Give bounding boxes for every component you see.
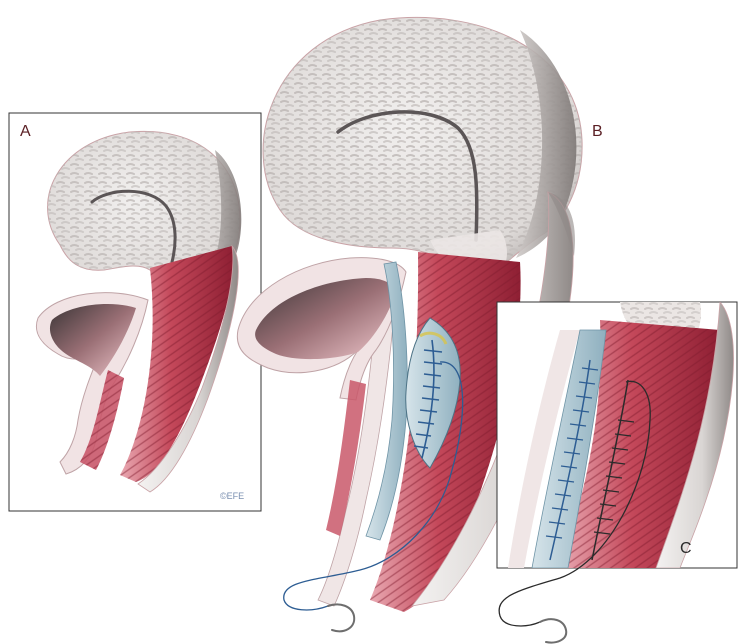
panel-c bbox=[496, 301, 738, 644]
copyright-mark: ©EFE bbox=[220, 491, 244, 501]
panel-a-bladder-lumen bbox=[49, 304, 136, 376]
panel-c-posterior-wall bbox=[655, 302, 734, 568]
panel-b-bladder-lumen bbox=[255, 278, 396, 360]
panel-a bbox=[8, 112, 262, 512]
panel-a-label: A bbox=[20, 123, 31, 140]
panel-b-suture-line bbox=[421, 339, 435, 459]
suture-needle-icon bbox=[539, 618, 568, 644]
panel-c-suture-thread bbox=[498, 419, 651, 627]
panel-c-blue-stitches bbox=[545, 367, 599, 539]
panel-b-label: B bbox=[592, 123, 603, 140]
panel-a-posterior-wall bbox=[137, 244, 239, 493]
panel-b-rectal-flap bbox=[365, 261, 408, 541]
panel-b-uterine-cavity bbox=[336, 110, 479, 242]
panel-c-rectal-flap bbox=[531, 329, 607, 568]
panel-c-anterior-wall bbox=[508, 330, 580, 568]
panel-b-suture-thread bbox=[283, 361, 464, 611]
panel-a-uterine-cavity bbox=[90, 189, 177, 264]
panel-b-suture-stitches bbox=[413, 349, 443, 449]
panel-b-anterior-wall bbox=[317, 265, 399, 607]
suture-needle-icon bbox=[327, 603, 356, 633]
panel-c-dark-stitches bbox=[593, 419, 635, 535]
panel-c-label: C bbox=[680, 540, 692, 557]
panel-b-urethra bbox=[326, 380, 366, 536]
